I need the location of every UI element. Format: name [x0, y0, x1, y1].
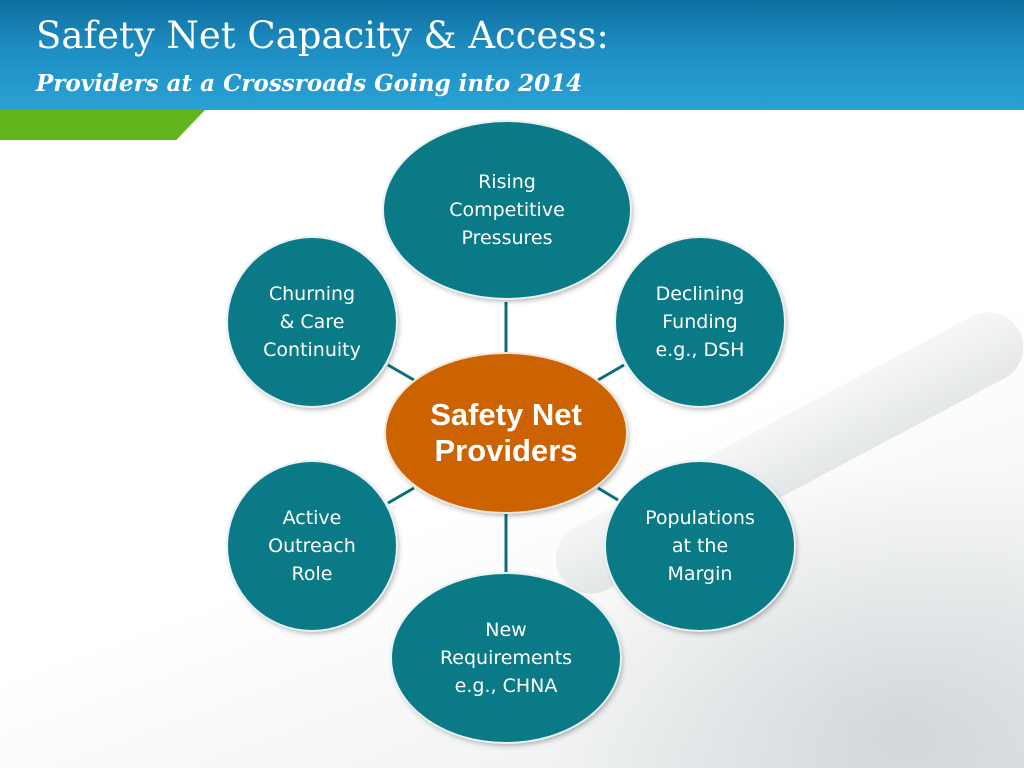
- connector-populations: [597, 486, 619, 502]
- node-populations-at-margin: Populations at the Margin: [606, 462, 794, 630]
- node-label: Declining Funding e.g., DSH: [655, 283, 745, 361]
- slide-title: Safety Net Capacity & Access:: [36, 14, 609, 57]
- node-new-requirements: New Requirements e.g., CHNA: [392, 574, 620, 742]
- node-label: New Requirements e.g., CHNA: [439, 619, 573, 697]
- node-label: Populations at the Margin: [645, 507, 755, 585]
- connector-outreach: [387, 486, 415, 505]
- node-active-outreach-role: Active Outreach Role: [228, 462, 396, 630]
- slide-subtitle: Providers at a Crossroads Going into 201…: [36, 70, 583, 97]
- center-node-safety-net-providers: Safety Net Providers: [386, 354, 626, 512]
- connector-churning: [387, 363, 415, 382]
- center-label: Safety Net Providers: [430, 397, 582, 468]
- green-accent-bar: [0, 110, 205, 140]
- connector-declining: [597, 363, 625, 382]
- node-label: Churning & Care Continuity: [263, 283, 361, 361]
- node-declining-funding: Declining Funding e.g., DSH: [616, 238, 784, 406]
- node-rising-competitive-pressures: Rising Competitive Pressures: [384, 122, 630, 298]
- node-label: Active Outreach Role: [268, 507, 356, 585]
- node-label: Rising Competitive Pressures: [449, 171, 565, 249]
- node-churning-care-continuity: Churning & Care Continuity: [228, 238, 396, 406]
- slide-header: Safety Net Capacity & Access: Providers …: [0, 0, 1024, 110]
